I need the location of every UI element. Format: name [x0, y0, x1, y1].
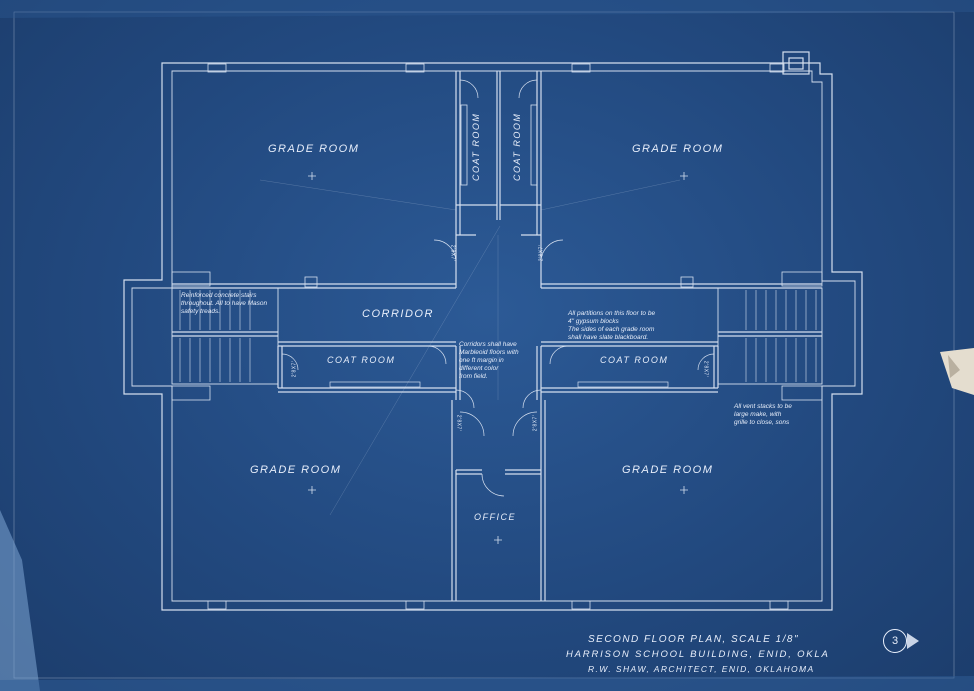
door-size-label: 2'8x7'	[291, 360, 298, 378]
west-stair	[171, 271, 279, 401]
architect-credit: R.W. Shaw, Architect, Enid, Oklahoma	[588, 664, 815, 674]
door-swings	[433, 239, 564, 409]
east-stair	[717, 271, 823, 401]
coat-room-e-label: Coat Room	[600, 355, 669, 365]
door-size-label: 2'8x7'	[532, 414, 539, 432]
partitions-note: All partitions on this floor to be 4" gy…	[568, 310, 656, 341]
door-size-label: 2'8x7'	[702, 360, 709, 378]
coat-room-w-label: Coat Room	[327, 355, 396, 365]
project-title: Harrison School Building, Enid, Okla	[566, 649, 830, 660]
vent-stacks-note: All vent stacks to be large make, with g…	[734, 403, 792, 426]
south-coat-rooms	[277, 345, 719, 393]
coat-room-n-right-label: Coat Room	[512, 112, 522, 181]
sheet-border	[13, 11, 955, 679]
window-marks	[207, 63, 789, 610]
corridor-floors-note: Corridors shall have Marbleoid floors wi…	[459, 341, 519, 380]
stairs-note: Reinforced concrete stairs throughout. A…	[181, 292, 268, 315]
door-size-label: 2'8x7'	[455, 414, 462, 432]
sheet-number: 3	[883, 629, 907, 653]
door-size-label: 2'8x7'	[538, 244, 545, 262]
plan-title: Second Floor Plan, Scale 1/8"	[588, 634, 799, 645]
grade-room-ne-label: Grade Room	[632, 143, 724, 155]
grade-room-sw-label: Grade Room	[250, 464, 342, 476]
south-corridor-office	[451, 346, 546, 601]
grade-room-se-label: Grade Room	[622, 464, 714, 476]
coat-room-n-left-label: Coat Room	[471, 112, 481, 181]
corridor-walls	[172, 235, 822, 347]
north-coat-rooms	[455, 71, 542, 236]
room-center-marks	[308, 172, 688, 544]
faint-construction-lines	[259, 179, 681, 516]
chimney	[782, 51, 810, 75]
corridor-label: Corridor	[362, 308, 434, 320]
door-size-label: 2'8x7'	[449, 244, 456, 262]
office-label: Office	[474, 512, 516, 522]
grade-room-nw-label: Grade Room	[268, 143, 360, 155]
sheet-pointer-icon	[907, 633, 919, 649]
